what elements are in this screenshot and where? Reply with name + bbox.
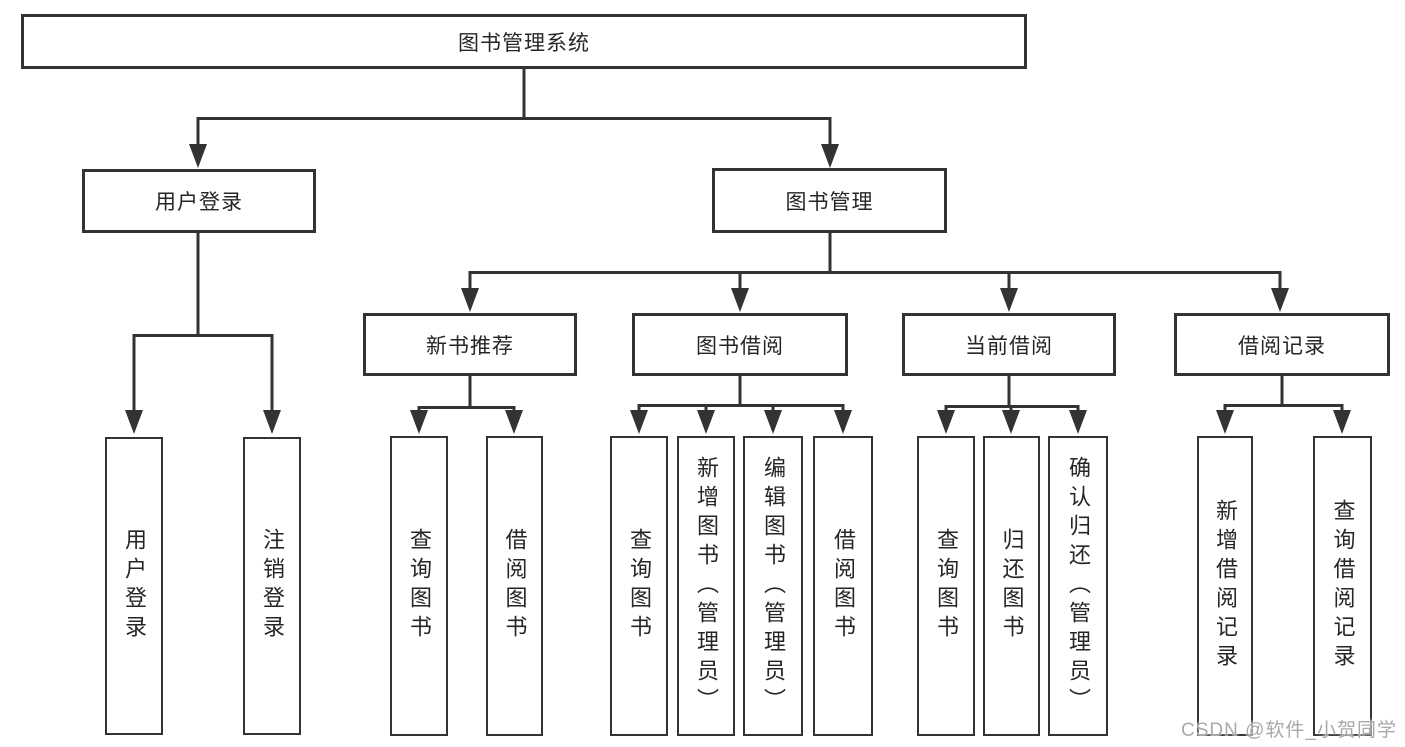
leaf-borrow-books-1: 借阅图书 — [486, 436, 543, 736]
node-book-management: 图书管理 — [712, 168, 947, 233]
leaf-query-borrow-record-label: 查询借阅记录 — [1330, 499, 1356, 673]
leaf-edit-books-admin-label: 编辑图书（管理员） — [761, 455, 786, 717]
node-library-system-label: 图书管理系统 — [458, 31, 590, 55]
leaf-query-books-1: 查询图书 — [390, 436, 448, 736]
leaf-borrow-books-1-label: 借阅图书 — [502, 528, 528, 644]
leaf-confirm-return-admin: 确认归还（管理员） — [1048, 436, 1108, 736]
leaf-logout-label: 注销登录 — [260, 528, 285, 644]
leaf-user-login: 用户登录 — [105, 437, 163, 735]
leaf-logout: 注销登录 — [243, 437, 301, 735]
node-book-borrowing: 图书借阅 — [632, 313, 848, 376]
node-book-management-label: 图书管理 — [785, 190, 874, 214]
leaf-query-books-2: 查询图书 — [610, 436, 668, 736]
leaf-query-borrow-record: 查询借阅记录 — [1313, 436, 1372, 736]
leaf-add-books-admin: 新增图书（管理员） — [677, 436, 735, 736]
node-current-borrowing-label: 当前借阅 — [965, 334, 1053, 358]
leaf-query-books-2-label: 查询图书 — [627, 528, 652, 644]
node-borrow-records-label: 借阅记录 — [1238, 334, 1326, 358]
leaf-return-books-label: 归还图书 — [999, 528, 1025, 644]
node-current-borrowing: 当前借阅 — [902, 313, 1116, 376]
leaf-query-books-1-label: 查询图书 — [407, 528, 432, 644]
csdn-watermark: CSDN @软件_小贺同学 — [1181, 720, 1397, 741]
leaf-query-books-3-label: 查询图书 — [934, 528, 959, 644]
leaf-add-borrow-record: 新增借阅记录 — [1197, 436, 1253, 736]
node-new-book-recommend-label: 新书推荐 — [426, 334, 514, 358]
leaf-borrow-books-2: 借阅图书 — [813, 436, 873, 736]
node-borrow-records: 借阅记录 — [1174, 313, 1390, 376]
leaf-add-books-admin-label: 新增图书（管理员） — [694, 455, 719, 717]
leaf-confirm-return-admin-label: 确认归还（管理员） — [1066, 455, 1091, 717]
leaf-return-books: 归还图书 — [983, 436, 1040, 736]
leaf-edit-books-admin: 编辑图书（管理员） — [743, 436, 803, 736]
node-library-system: 图书管理系统 — [21, 14, 1027, 69]
leaf-query-books-3: 查询图书 — [917, 436, 975, 736]
node-user-login: 用户登录 — [82, 169, 316, 233]
leaf-user-login-label: 用户登录 — [122, 528, 147, 644]
leaf-borrow-books-2-label: 借阅图书 — [831, 528, 856, 644]
node-new-book-recommend: 新书推荐 — [363, 313, 577, 376]
node-user-login-label: 用户登录 — [155, 191, 243, 214]
node-book-borrowing-label: 图书借阅 — [696, 334, 784, 358]
leaf-add-borrow-record-label: 新增借阅记录 — [1213, 499, 1238, 673]
